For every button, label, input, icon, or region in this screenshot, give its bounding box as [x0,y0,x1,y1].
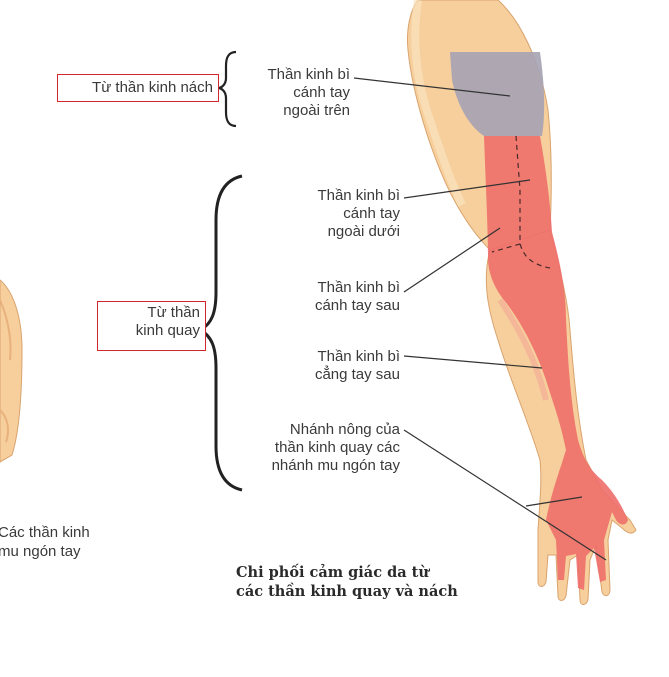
left-dorsal-digital-label: Các thần kinh mu ngón tay [0,524,90,560]
label-posterior-arm-cutaneous: Thần kinh bì cánh tay sau [314,279,400,314]
label-superficial-radial-branch: Nhánh nông của thần kinh quay các nhánh … [271,421,400,474]
figure-caption: Chi phối cảm giác da từ các thần kinh qu… [236,564,458,600]
radial-zone [484,136,628,590]
label-upper-lateral-cutaneous: Thần kinh bì cánh tay ngoài trên [267,66,350,119]
radial-nerve-label: Từ thần kinh quay [97,301,206,351]
leader-lines [353,77,607,561]
radial-label-line2: kinh quay [135,322,200,339]
label-lower-lateral-cutaneous: Thần kinh bì cánh tay ngoài dưới [317,187,400,240]
axillary-nerve-label: Từ thần kinh nách [57,74,219,102]
label-posterior-forearm-cutaneous: Thần kinh bì cẳng tay sau [314,348,400,383]
radial-label-line1: Từ thần [147,304,200,321]
